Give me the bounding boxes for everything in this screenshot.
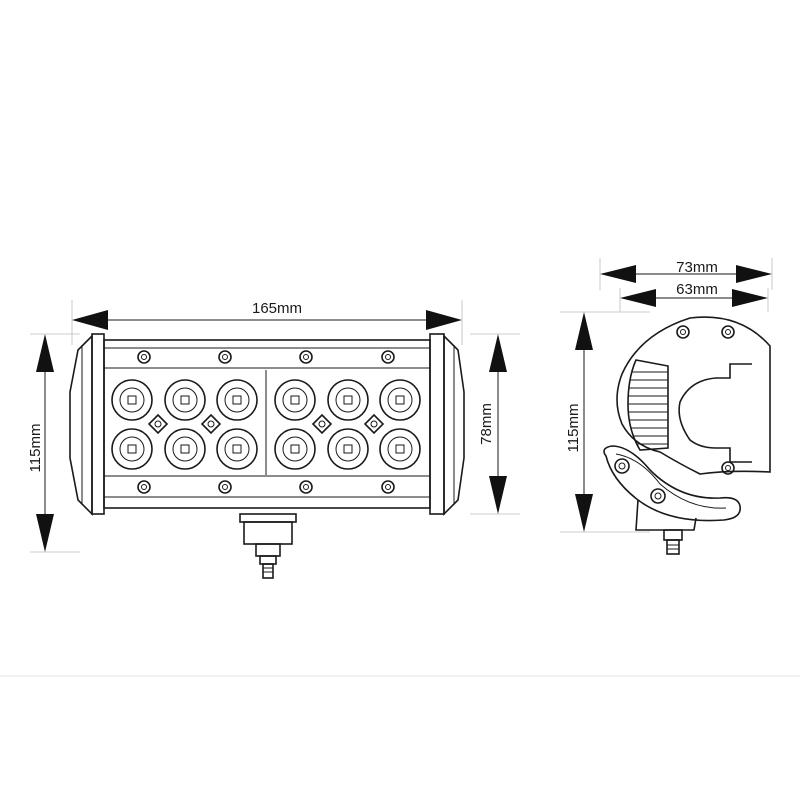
arrowhead-left-icon bbox=[600, 265, 636, 283]
arrowhead-left-icon bbox=[620, 289, 656, 307]
arrowhead-right-icon bbox=[732, 289, 768, 307]
diamond-connector-icon bbox=[363, 413, 385, 435]
screw-icon bbox=[218, 480, 232, 494]
arrowhead-down-icon bbox=[575, 494, 593, 532]
diamond-connector-icon bbox=[147, 413, 169, 435]
lens-hatch bbox=[628, 371, 668, 445]
led-lens-icon bbox=[379, 428, 421, 470]
arrowhead-left-icon bbox=[72, 310, 108, 330]
side-mount-bracket bbox=[603, 445, 741, 555]
dimension-front-height-body: 78mm bbox=[470, 333, 520, 515]
side-view: 73mm 63mm 115mm bbox=[560, 258, 773, 555]
led-lens-icon bbox=[274, 428, 316, 470]
led-lens-icon bbox=[327, 379, 369, 421]
left-end-cap bbox=[69, 333, 105, 516]
arrowhead-down-icon bbox=[489, 476, 507, 514]
lens-diamond-connectors bbox=[147, 413, 385, 435]
bracket-bolt-icon bbox=[650, 488, 666, 504]
front-mount-bracket bbox=[239, 513, 297, 579]
diamond-connector-icon bbox=[200, 413, 222, 435]
front-height-body-label: 78mm bbox=[478, 403, 495, 445]
dimension-side-width-inner: 63mm bbox=[619, 281, 769, 312]
arrowhead-up-icon bbox=[36, 334, 54, 372]
screw-icon bbox=[299, 350, 313, 364]
front-view: 165mm 115mm 78mm bbox=[27, 300, 520, 579]
arrowhead-right-icon bbox=[736, 265, 772, 283]
dimension-side-width-outer: 73mm bbox=[599, 258, 773, 290]
screw-icon bbox=[299, 480, 313, 494]
front-height-total-label: 115mm bbox=[27, 424, 44, 473]
arrowhead-up-icon bbox=[489, 334, 507, 372]
front-housing bbox=[103, 339, 431, 509]
screw-icon bbox=[137, 350, 151, 364]
front-width-label: 165mm bbox=[252, 300, 302, 317]
screw-icon bbox=[137, 480, 151, 494]
arrowhead-down-icon bbox=[36, 514, 54, 552]
led-lens-grid bbox=[111, 379, 421, 470]
dimension-front-width: 165mm bbox=[71, 300, 463, 345]
side-width-inner-label: 63mm bbox=[676, 281, 718, 298]
led-lens-icon bbox=[164, 428, 206, 470]
led-lens-icon bbox=[274, 379, 316, 421]
led-lens-icon bbox=[327, 428, 369, 470]
diamond-connector-icon bbox=[311, 413, 333, 435]
right-end-cap bbox=[429, 333, 465, 516]
screw-icon bbox=[721, 325, 735, 339]
led-lens-icon bbox=[111, 428, 153, 470]
led-lens-icon bbox=[111, 379, 153, 421]
led-lens-icon bbox=[164, 379, 206, 421]
screw-icon bbox=[381, 350, 395, 364]
bracket-bolt-icon bbox=[614, 458, 630, 474]
screw-icon bbox=[381, 480, 395, 494]
side-width-outer-label: 73mm bbox=[676, 259, 718, 276]
screw-icon bbox=[676, 325, 690, 339]
side-height-label: 115mm bbox=[565, 404, 582, 453]
housing-screws bbox=[137, 350, 395, 494]
dimension-side-height: 115mm bbox=[560, 311, 650, 533]
dimension-front-height-total: 115mm bbox=[27, 333, 80, 553]
led-lens-icon bbox=[379, 379, 421, 421]
led-lens-icon bbox=[216, 428, 258, 470]
arrowhead-up-icon bbox=[575, 312, 593, 350]
led-lens-icon bbox=[216, 379, 258, 421]
screw-icon bbox=[721, 461, 735, 475]
arrowhead-right-icon bbox=[426, 310, 462, 330]
side-housing-profile bbox=[616, 316, 771, 475]
screw-icon bbox=[218, 350, 232, 364]
